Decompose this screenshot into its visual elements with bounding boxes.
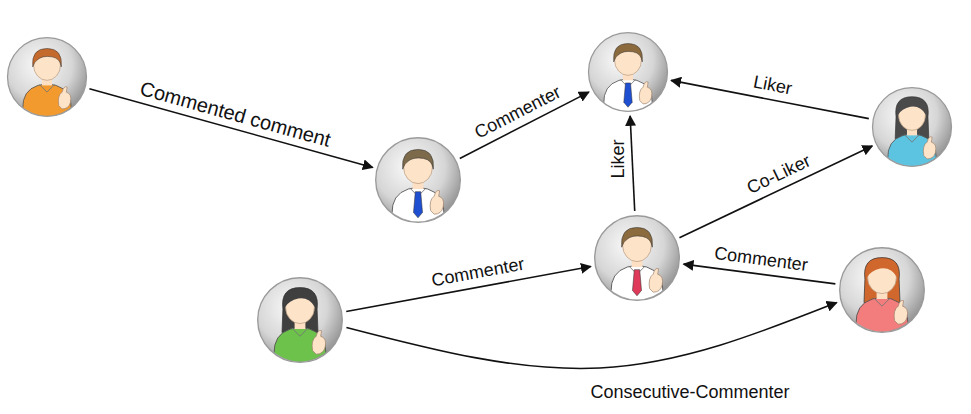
relation-arrow — [346, 303, 836, 369]
edge-label: Co-Liker — [745, 151, 815, 198]
avatar-illustration — [5, 35, 89, 119]
edge-label: Commented comment — [137, 77, 332, 151]
edge-label: Commenter — [472, 82, 565, 143]
person-avatar — [373, 135, 463, 225]
edge-label: Liker — [608, 139, 628, 178]
avatar-illustration — [870, 85, 954, 169]
avatar-illustration — [592, 213, 682, 303]
avatar-illustration — [837, 245, 927, 335]
avatar-illustration — [373, 135, 463, 225]
person-avatar — [592, 213, 682, 303]
edge-label: Consecutive-Commenter — [591, 383, 790, 403]
avatar-illustration — [255, 275, 345, 365]
edge-label: Commenter — [430, 255, 526, 291]
relation-arrow — [630, 116, 635, 211]
edge-label: Liker — [752, 72, 794, 99]
person-avatar — [586, 30, 670, 114]
avatar-illustration — [586, 30, 670, 114]
person-avatar — [255, 275, 345, 365]
person-avatar — [5, 35, 89, 119]
person-avatar — [870, 85, 954, 169]
person-avatar — [837, 245, 927, 335]
relation-arrow — [679, 146, 872, 238]
edge-label: Commenter — [713, 244, 809, 276]
